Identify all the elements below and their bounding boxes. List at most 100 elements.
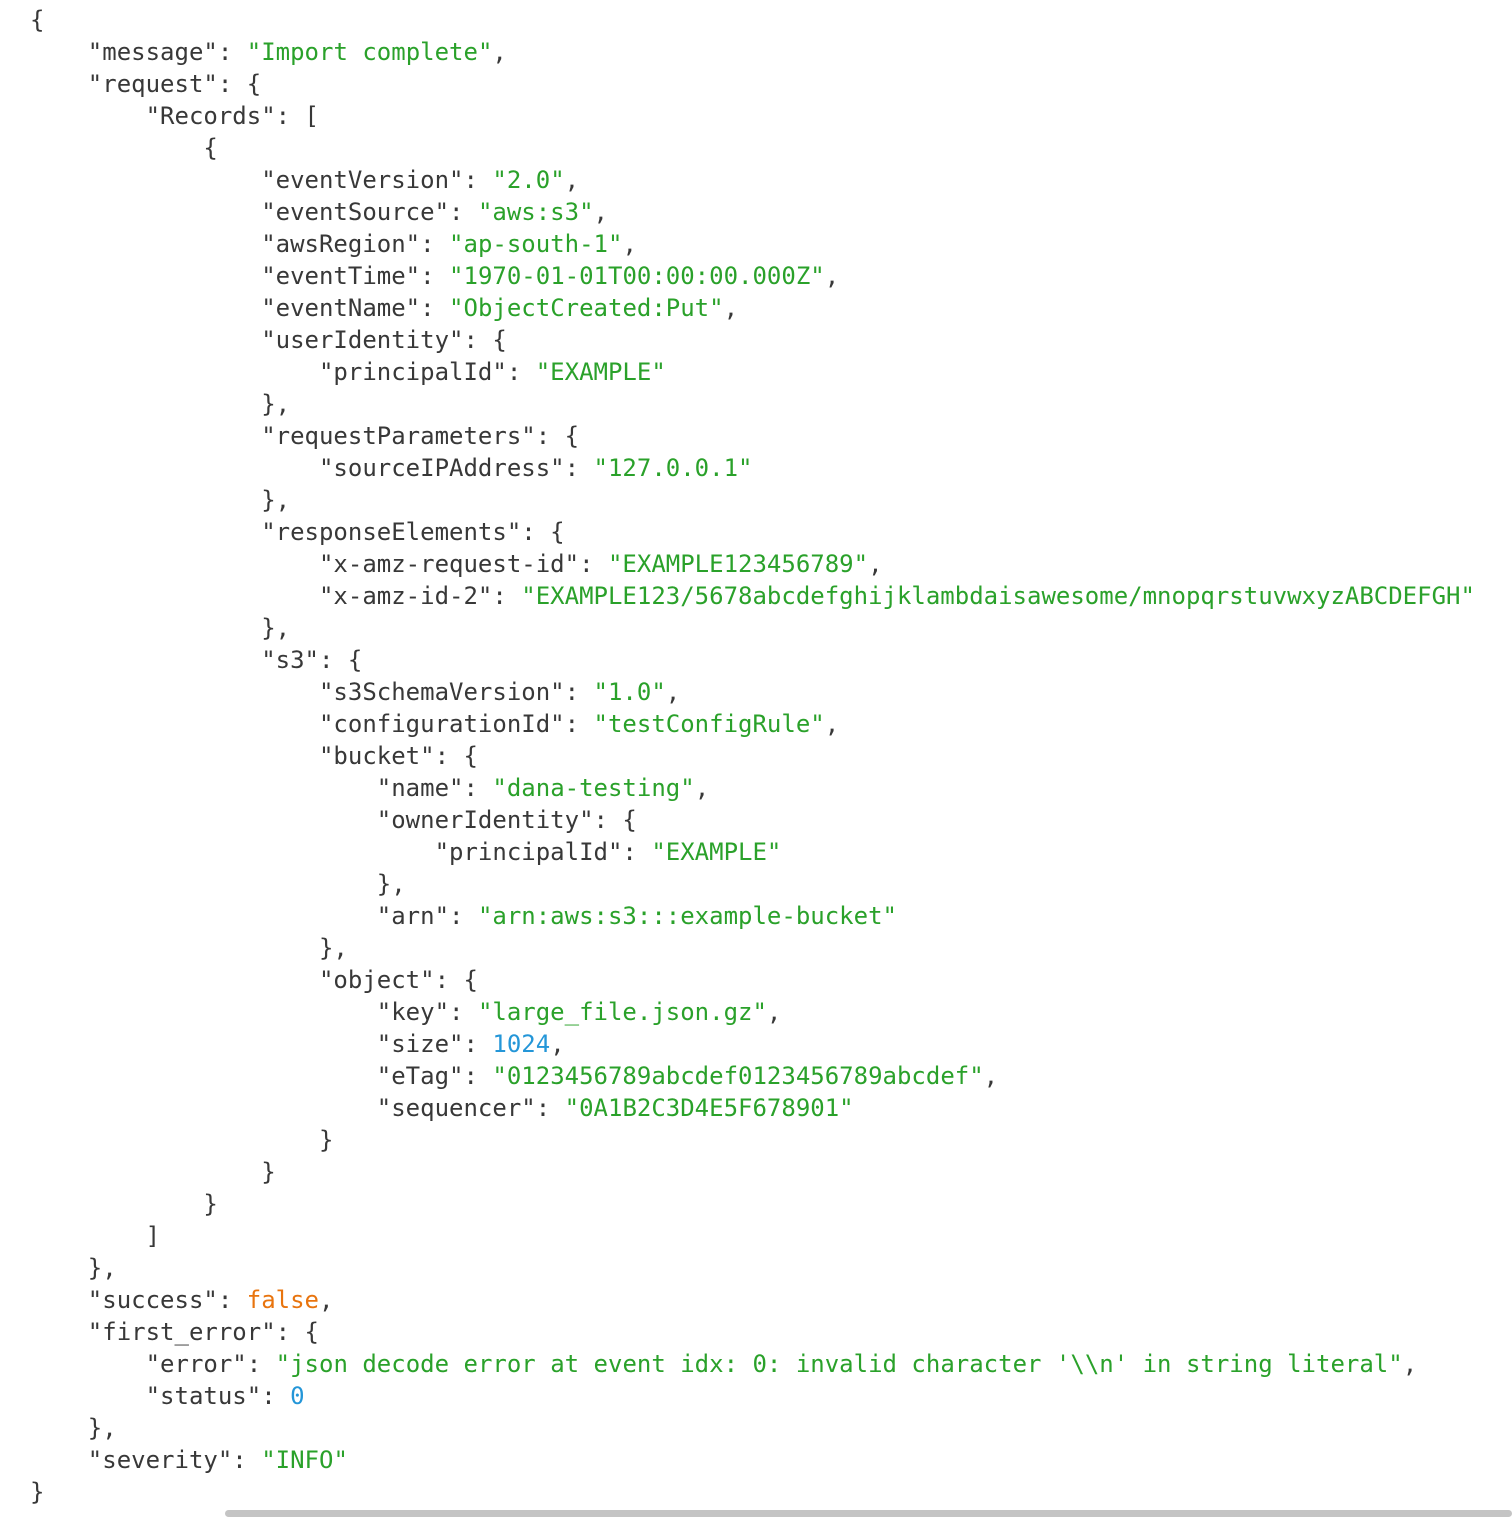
code-line: "status": 0 bbox=[30, 1380, 1512, 1412]
code-token-p: , bbox=[694, 774, 710, 802]
code-token-p: : { bbox=[463, 326, 507, 354]
code-token-p: : bbox=[420, 294, 450, 322]
code-line: "principalId": "EXAMPLE" bbox=[30, 356, 1512, 388]
code-token-p: : { bbox=[217, 70, 262, 98]
code-token-p: ] bbox=[145, 1222, 161, 1250]
code-line: } bbox=[30, 1156, 1512, 1188]
code-token-p: : { bbox=[318, 646, 363, 674]
code-line: "responseElements": { bbox=[30, 516, 1512, 548]
code-token-p: }, bbox=[318, 934, 348, 962]
code-token-p: : [ bbox=[275, 102, 319, 130]
code-token-k: "configurationId" bbox=[318, 710, 565, 738]
code-line: }, bbox=[30, 388, 1512, 420]
code-token-p: : bbox=[449, 902, 478, 930]
code-token-p: , bbox=[593, 198, 608, 226]
code-line: }, bbox=[30, 1412, 1512, 1444]
code-token-k: "Records" bbox=[145, 102, 276, 130]
code-token-s: "ObjectCreated:Put" bbox=[449, 294, 724, 322]
code-token-k: "awsRegion" bbox=[261, 230, 421, 258]
code-token-n: 1024 bbox=[492, 1030, 551, 1058]
code-token-k: "success" bbox=[87, 1286, 218, 1314]
code-line: "s3SchemaVersion": "1.0", bbox=[30, 676, 1512, 708]
code-token-p: : bbox=[535, 1094, 565, 1122]
code-token-b: false bbox=[246, 1286, 319, 1314]
code-token-s: "0123456789abcdef0123456789abcdef" bbox=[492, 1062, 984, 1090]
code-line: "Records": [ bbox=[30, 100, 1512, 132]
code-token-p: : bbox=[564, 710, 594, 738]
code-token-s: "EXAMPLE123/5678abcdefghijklambdaisaweso… bbox=[521, 582, 1475, 610]
code-token-s: "0A1B2C3D4E5F678901" bbox=[564, 1094, 854, 1122]
code-token-p: : bbox=[564, 454, 594, 482]
code-token-p: }, bbox=[87, 1414, 117, 1442]
code-token-p: , bbox=[492, 38, 507, 66]
code-line: }, bbox=[30, 612, 1512, 644]
code-token-k: "x-amz-id-2" bbox=[318, 582, 493, 610]
code-line: "awsRegion": "ap-south-1", bbox=[30, 228, 1512, 260]
code-token-n: 0 bbox=[290, 1382, 305, 1410]
code-line: "eventTime": "1970-01-01T00:00:00.000Z", bbox=[30, 260, 1512, 292]
code-line: "x-amz-id-2": "EXAMPLE123/5678abcdefghij… bbox=[30, 580, 1512, 612]
code-line: "first_error": { bbox=[30, 1316, 1512, 1348]
code-line: }, bbox=[30, 868, 1512, 900]
code-line: { bbox=[30, 4, 1512, 36]
code-token-p: , bbox=[766, 998, 782, 1026]
code-token-p: : bbox=[217, 38, 247, 66]
code-token-p: , bbox=[550, 1030, 565, 1058]
horizontal-scrollbar-thumb[interactable] bbox=[225, 1510, 1512, 1517]
code-line: }, bbox=[30, 484, 1512, 516]
code-line: "key": "large_file.json.gz", bbox=[30, 996, 1512, 1028]
code-token-s: "large_file.json.gz" bbox=[477, 998, 767, 1026]
code-token-p: : bbox=[449, 198, 478, 226]
code-line: "eTag": "0123456789abcdef0123456789abcde… bbox=[30, 1060, 1512, 1092]
code-token-k: "sequencer" bbox=[376, 1094, 536, 1122]
code-token-k: "responseElements" bbox=[261, 518, 522, 546]
code-line: "message": "Import complete", bbox=[30, 36, 1512, 68]
code-token-k: "arn" bbox=[376, 902, 450, 930]
code-token-s: "dana-testing" bbox=[492, 774, 695, 802]
code-token-p: : { bbox=[593, 806, 637, 834]
code-token-p: : bbox=[492, 582, 522, 610]
code-line: } bbox=[30, 1188, 1512, 1220]
code-token-p: , bbox=[622, 230, 637, 258]
code-line: "eventName": "ObjectCreated:Put", bbox=[30, 292, 1512, 324]
code-token-p: : bbox=[217, 1286, 247, 1314]
code-token-k: "severity" bbox=[87, 1446, 233, 1474]
code-token-k: "object" bbox=[318, 966, 435, 994]
code-line: ] bbox=[30, 1220, 1512, 1252]
code-token-p: }, bbox=[261, 486, 291, 514]
code-token-k: "bucket" bbox=[318, 742, 435, 770]
code-line: } bbox=[30, 1124, 1512, 1156]
code-token-k: "ownerIdentity" bbox=[376, 806, 594, 834]
code-token-k: "eventSource" bbox=[261, 198, 450, 226]
code-token-p: , bbox=[983, 1062, 999, 1090]
code-token-p: }, bbox=[376, 870, 406, 898]
code-token-p: , bbox=[319, 1286, 334, 1314]
code-token-p: } bbox=[261, 1158, 276, 1186]
code-token-p: , bbox=[665, 678, 681, 706]
code-token-k: "request" bbox=[87, 70, 218, 98]
code-token-s: "127.0.0.1" bbox=[593, 454, 753, 482]
code-token-s: "EXAMPLE" bbox=[651, 838, 782, 866]
code-token-s: "Import complete" bbox=[246, 38, 493, 66]
code-line: "object": { bbox=[30, 964, 1512, 996]
code-token-k: "eventName" bbox=[261, 294, 421, 322]
code-line: } bbox=[30, 1476, 1512, 1508]
code-line: "arn": "arn:aws:s3:::example-bucket" bbox=[30, 900, 1512, 932]
code-line: "request": { bbox=[30, 68, 1512, 100]
code-token-p: : bbox=[506, 358, 536, 386]
code-token-s: "EXAMPLE123456789" bbox=[607, 550, 869, 578]
code-token-p: , bbox=[723, 294, 739, 322]
code-token-p: , bbox=[1402, 1350, 1418, 1378]
code-token-p: , bbox=[824, 710, 840, 738]
code-token-p: } bbox=[318, 1126, 334, 1154]
code-token-k: "eventVersion" bbox=[261, 166, 464, 194]
code-token-k: "key" bbox=[376, 998, 450, 1026]
code-token-s: "EXAMPLE" bbox=[535, 358, 666, 386]
code-token-p: }, bbox=[87, 1254, 117, 1282]
code-token-k: "eventTime" bbox=[261, 262, 421, 290]
code-token-p: , bbox=[868, 550, 883, 578]
code-token-p: : bbox=[420, 262, 450, 290]
code-token-p: : { bbox=[434, 966, 478, 994]
